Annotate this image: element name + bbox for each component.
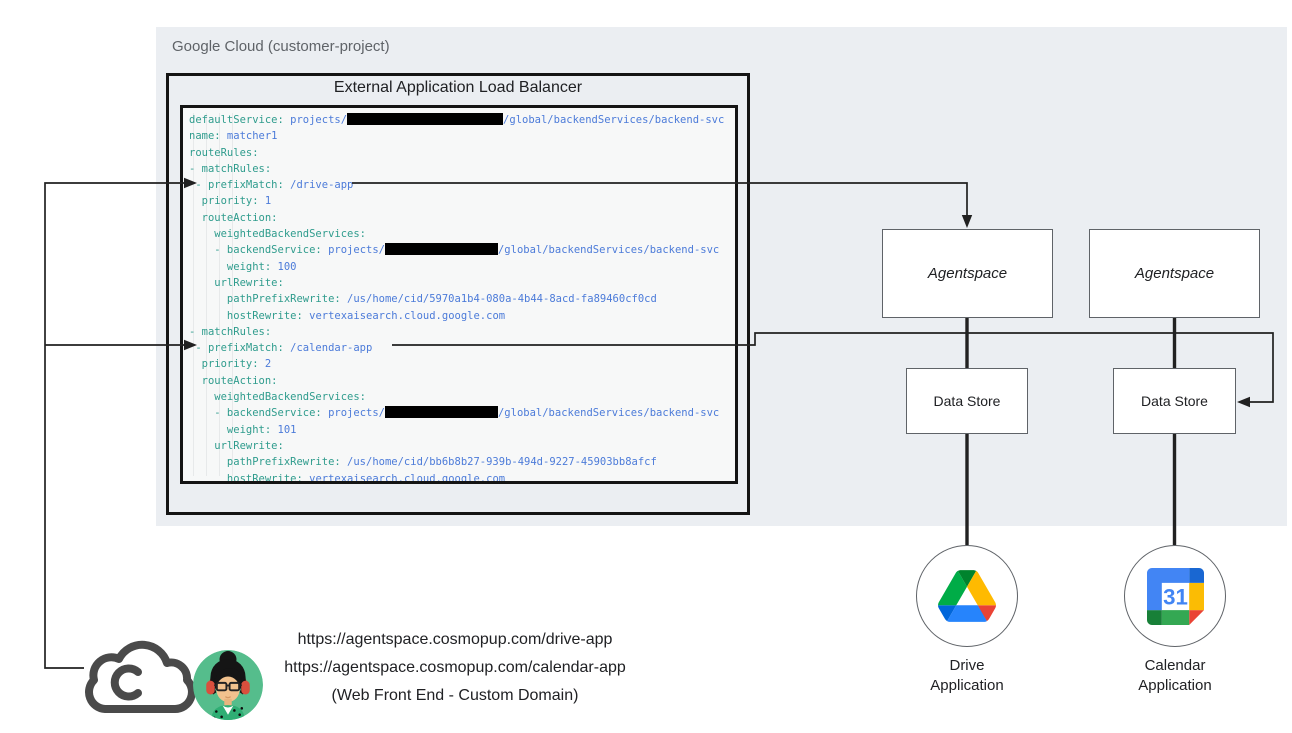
code-line: - backendService: projects//global/backe…	[189, 243, 720, 257]
drive-app-label: Drive Application	[917, 656, 1017, 696]
drive-app-label-line2: Application	[930, 677, 1004, 694]
code-line: defaultService: projects//global/backend…	[189, 113, 725, 126]
drive-logo-icon	[938, 570, 996, 622]
agentspace-box-left: Agentspace	[882, 229, 1053, 318]
code-line: - matchRules:	[189, 162, 272, 175]
agentspace-right-label: Agentspace	[1134, 265, 1215, 282]
code-line: weight: 100	[189, 260, 297, 273]
url-map-code-block: defaultService: projects//global/backend…	[180, 105, 738, 484]
google-cloud-project-label: Google Cloud (customer-project)	[172, 38, 390, 55]
datastore-left-label: Data Store	[933, 393, 1001, 409]
code-line: pathPrefixRewrite: /us/home/cid/bb6b8b27…	[189, 456, 657, 469]
frontend-url-drive: https://agentspace.cosmopup.com/drive-ap…	[297, 631, 613, 648]
calendar-logo-icon: 31	[1146, 567, 1204, 625]
redacted-project-id	[384, 406, 498, 419]
code-line: - prefixMatch: /calendar-app	[189, 342, 373, 355]
redacted-project-id	[347, 113, 504, 125]
code-line: weightedBackendServices:	[189, 391, 367, 404]
code-line: routeAction:	[189, 211, 278, 224]
code-line: - prefixMatch: /drive-app	[189, 179, 354, 192]
frontend-caption: (Web Front End - Custom Domain)	[331, 687, 579, 704]
drive-app-label-line1: Drive	[949, 657, 985, 674]
code-line: weightedBackendServices:	[189, 228, 367, 241]
code-lines: defaultService: projects//global/backend…	[189, 112, 733, 481]
indent-guide	[193, 113, 194, 476]
code-line: routeRules:	[189, 146, 259, 159]
calendar-app-circle: 31	[1124, 545, 1226, 647]
code-line: hostRewrite: vertexaisearch.cloud.google…	[189, 309, 506, 322]
agentspace-box-right: Agentspace	[1089, 229, 1260, 318]
datastore-box-right: Data Store	[1113, 368, 1236, 434]
user-avatar-icon	[193, 650, 263, 720]
indent-guide	[206, 113, 207, 476]
code-line: - backendService: projects//global/backe…	[189, 406, 720, 420]
code-line: priority: 1	[189, 195, 272, 208]
code-line: urlRewrite:	[189, 276, 284, 289]
calendar-day-badge: 31	[1163, 584, 1188, 609]
calendar-app-label-line1: Calendar	[1144, 657, 1206, 674]
datastore-right-label: Data Store	[1141, 393, 1208, 409]
load-balancer-title: External Application Load Balancer	[333, 79, 583, 96]
indent-guide	[232, 113, 233, 476]
cloud-icon	[85, 640, 196, 713]
code-line: routeAction:	[189, 374, 278, 387]
code-line: pathPrefixRewrite: /us/home/cid/5970a1b4…	[189, 293, 657, 306]
frontend-url-block: https://agentspace.cosmopup.com/drive-ap…	[235, 626, 675, 710]
calendar-app-label: Calendar Application	[1115, 656, 1235, 696]
code-line: - matchRules:	[189, 325, 272, 338]
code-line: priority: 2	[189, 358, 272, 371]
datastore-box-left: Data Store	[906, 368, 1028, 434]
code-line: name: matcher1	[189, 130, 278, 143]
drive-app-circle	[916, 545, 1018, 647]
code-line: weight: 101	[189, 423, 297, 436]
frontend-url-calendar: https://agentspace.cosmopup.com/calendar…	[284, 659, 626, 676]
indent-guide	[219, 113, 220, 476]
redacted-project-id	[384, 243, 498, 256]
code-line: urlRewrite:	[189, 439, 284, 452]
calendar-app-label-line2: Application	[1138, 677, 1212, 694]
agentspace-left-label: Agentspace	[927, 265, 1008, 282]
code-line: hostRewrite: vertexaisearch.cloud.google…	[189, 472, 506, 484]
